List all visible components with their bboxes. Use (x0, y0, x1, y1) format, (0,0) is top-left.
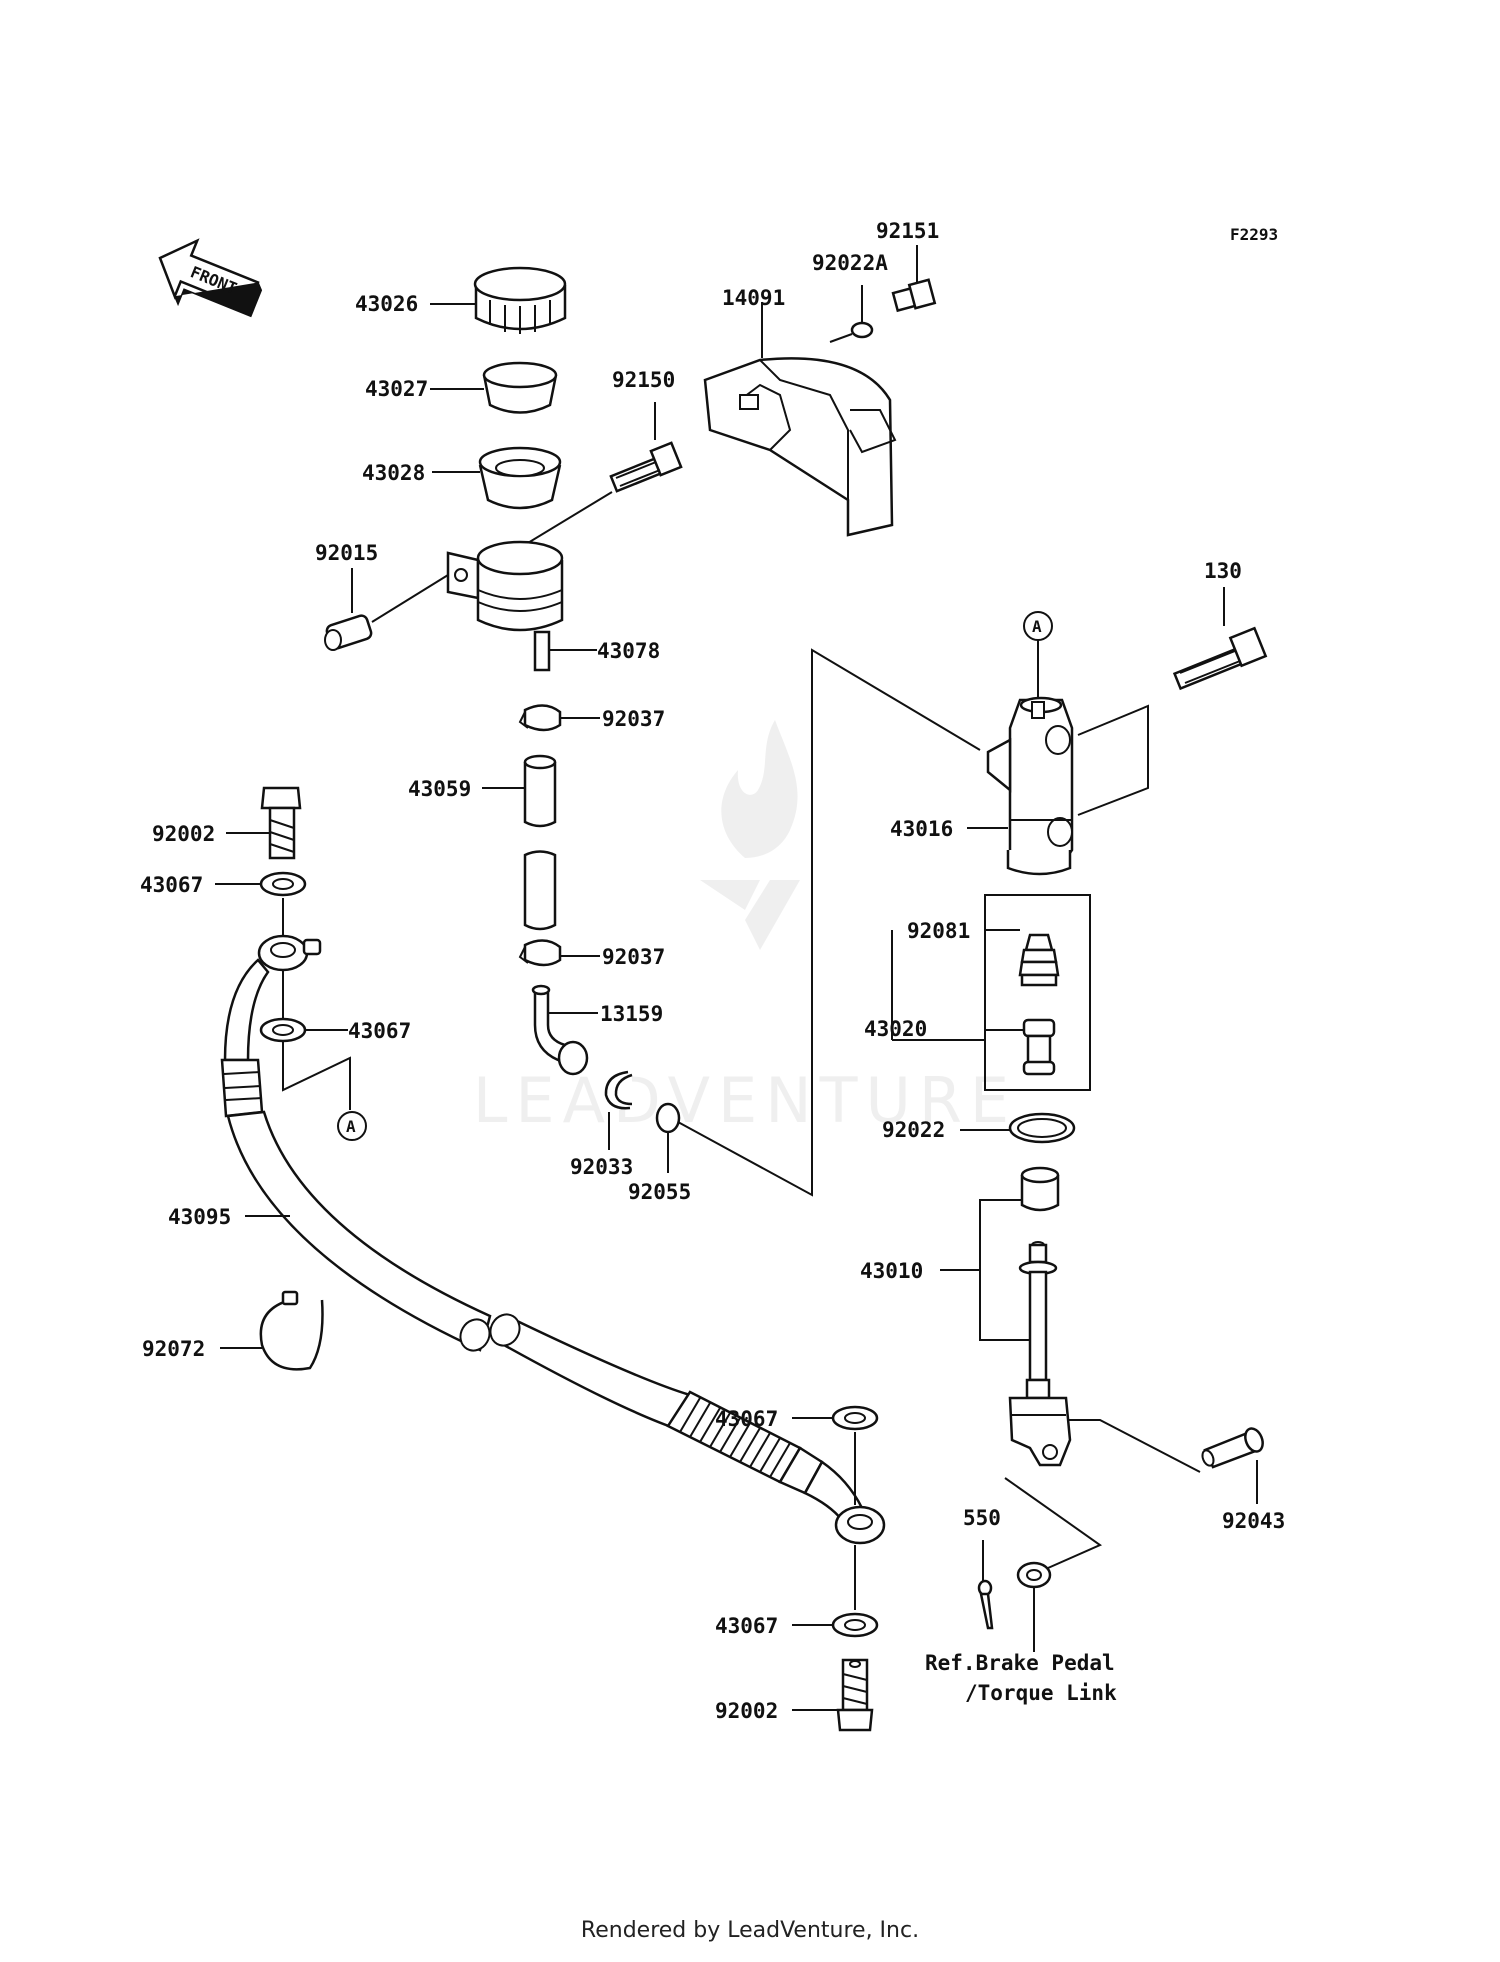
watermark-text: LEADVENTURE (473, 1064, 1017, 1137)
reservoir-body (446, 540, 564, 672)
reservoir-hose (523, 754, 557, 931)
pedal-washer (1016, 1561, 1052, 1589)
master-cylinder-body (986, 696, 1074, 876)
callout-a-upper-label: A (1032, 617, 1042, 636)
cover-bolt (891, 278, 937, 313)
clevis-pin (1201, 1427, 1264, 1469)
part-label-92037-bottom: 92037 (602, 945, 665, 969)
mounting-bolt (1172, 626, 1268, 691)
diaphragm-plate (482, 361, 558, 414)
watermark: LEADVENTURE (473, 720, 1017, 1137)
note-line-2: /Torque Link (965, 1681, 1117, 1705)
reservoir-bolt (609, 441, 683, 493)
footer-credit: Rendered by LeadVenture, Inc. (580, 1918, 920, 1943)
part-label-43067-2: 43067 (348, 1019, 411, 1043)
cotter-pin (977, 1579, 994, 1630)
part-label-92033: 92033 (570, 1155, 633, 1179)
hose-clamp-bottom (518, 939, 562, 967)
note-line-1: Ref.Brake Pedal (925, 1651, 1115, 1675)
copper-washer-2 (259, 1017, 307, 1043)
part-label-14091: 14091 (722, 286, 785, 310)
part-label-92022A: 92022A (812, 251, 888, 275)
part-label-92151: 92151 (876, 219, 939, 243)
circlip (604, 1070, 633, 1110)
push-rod (1008, 1166, 1072, 1467)
band-clamp (259, 1290, 324, 1371)
o-ring (655, 1102, 681, 1134)
part-label-92022: 92022 (882, 1118, 945, 1142)
part-label-43095: 43095 (168, 1205, 231, 1229)
part-label-130: 130 (1204, 559, 1242, 583)
copper-washer-1 (259, 871, 307, 897)
part-label-43020: 43020 (864, 1017, 927, 1041)
part-label-13159: 13159 (600, 1002, 663, 1026)
piston-spring (1018, 933, 1060, 987)
elbow-fitting (531, 984, 589, 1076)
part-label-92002-bottom: 92002 (715, 1699, 778, 1723)
diaphragm (478, 446, 562, 510)
copper-washer-4 (831, 1612, 879, 1638)
kit-box (984, 894, 1091, 1091)
banjo-bolt-bottom (836, 1658, 874, 1732)
callout-a-lower (337, 1111, 367, 1141)
banjo-bolt-top (260, 786, 302, 860)
part-label-550: 550 (963, 1506, 1001, 1530)
part-label-43059: 43059 (408, 777, 471, 801)
hose-clamp-top (518, 704, 562, 732)
ref-code: F2293 (1230, 225, 1278, 244)
part-label-92072: 92072 (142, 1337, 205, 1361)
part-label-92002-top: 92002 (152, 822, 215, 846)
part-label-92043: 92043 (1222, 1509, 1285, 1533)
part-label-43078: 43078 (597, 639, 660, 663)
part-label-43027: 43027 (365, 377, 428, 401)
part-label-43026: 43026 (355, 292, 418, 316)
callout-a-lower-label: A (346, 1117, 356, 1136)
reservoir-cap (473, 266, 567, 334)
part-label-92015: 92015 (315, 541, 378, 565)
part-label-92055: 92055 (628, 1180, 691, 1204)
part-label-43067-3: 43067 (715, 1407, 778, 1431)
front-arrow-icon: FRONT (158, 238, 263, 318)
part-label-92150: 92150 (612, 368, 675, 392)
part-label-43067-1: 43067 (140, 873, 203, 897)
piston-assembly (1022, 1018, 1056, 1076)
copper-washer-3 (831, 1405, 879, 1431)
brake-hose (220, 934, 886, 1545)
part-label-43067-4: 43067 (715, 1614, 778, 1638)
part-label-43016: 43016 (890, 817, 953, 841)
master-cylinder-cover (703, 357, 897, 537)
cover-washer (850, 321, 874, 339)
part-label-92081: 92081 (907, 919, 970, 943)
part-label-43010: 43010 (860, 1259, 923, 1283)
grommet (324, 614, 373, 651)
master-circlip (1008, 1112, 1076, 1144)
part-label-92037-top: 92037 (602, 707, 665, 731)
part-label-43028: 43028 (362, 461, 425, 485)
